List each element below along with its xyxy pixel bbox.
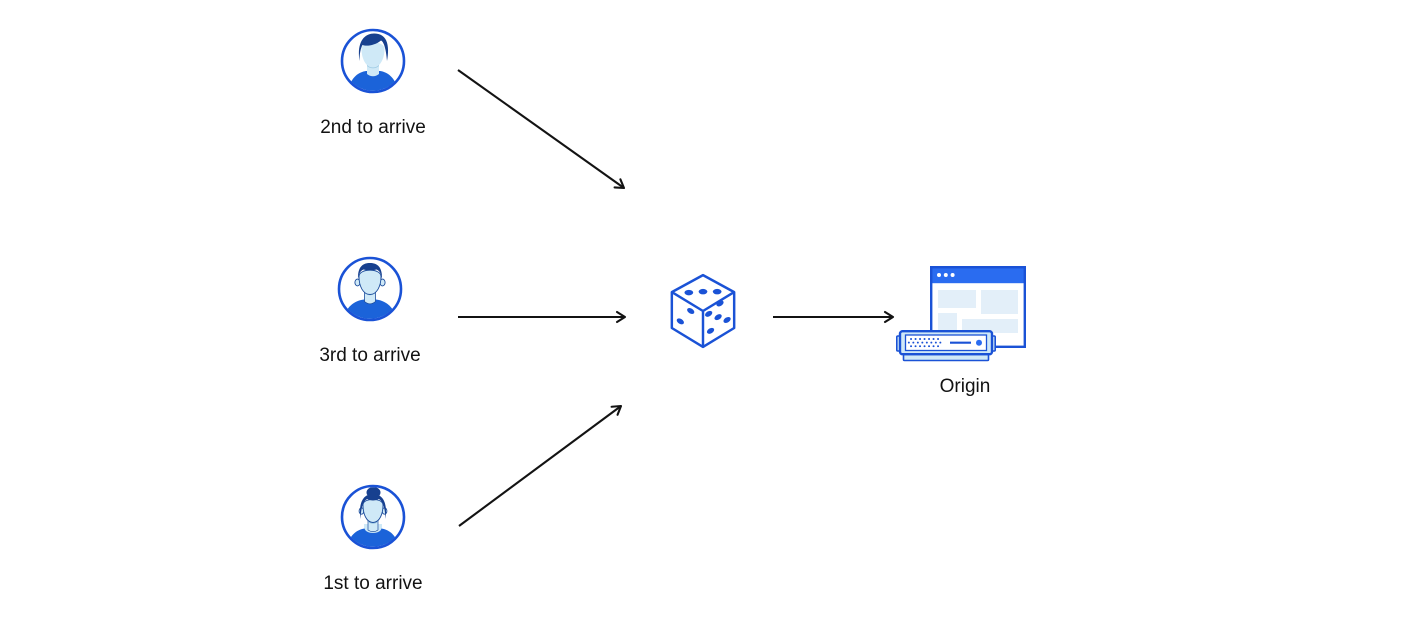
node-dice bbox=[669, 272, 737, 355]
server-led-icon bbox=[976, 339, 982, 346]
arrow-user-1st-to-dice bbox=[458, 404, 623, 527]
node-user-1st-to-arrive: 1st to arrive bbox=[298, 484, 448, 595]
arrow-user-2nd-to-dice bbox=[457, 69, 626, 190]
male-flattop-avatar-icon bbox=[337, 256, 403, 322]
server-icon bbox=[896, 330, 996, 362]
female-bun-avatar-icon bbox=[340, 484, 406, 550]
node-origin: Origin bbox=[895, 264, 1035, 414]
window-dot-icon bbox=[943, 273, 948, 277]
node-label: 3rd to arrive bbox=[319, 345, 421, 366]
node-user-2nd-to-arrive: 2nd to arrive bbox=[298, 28, 448, 139]
male-swoop-avatar-icon bbox=[340, 28, 406, 94]
node-label: 2nd to arrive bbox=[320, 117, 426, 138]
dice-icon bbox=[670, 273, 736, 349]
node-user-3rd-to-arrive: 3rd to arrive bbox=[295, 256, 445, 367]
window-dot-icon bbox=[937, 273, 941, 277]
origin-label: Origin bbox=[939, 376, 991, 397]
node-label: 1st to arrive bbox=[323, 573, 423, 594]
window-dot-icon bbox=[950, 273, 955, 277]
